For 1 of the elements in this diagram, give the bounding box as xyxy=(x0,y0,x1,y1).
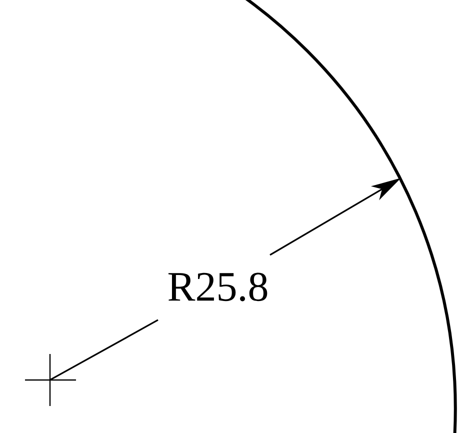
dimension-text: R25.8 xyxy=(168,272,268,302)
